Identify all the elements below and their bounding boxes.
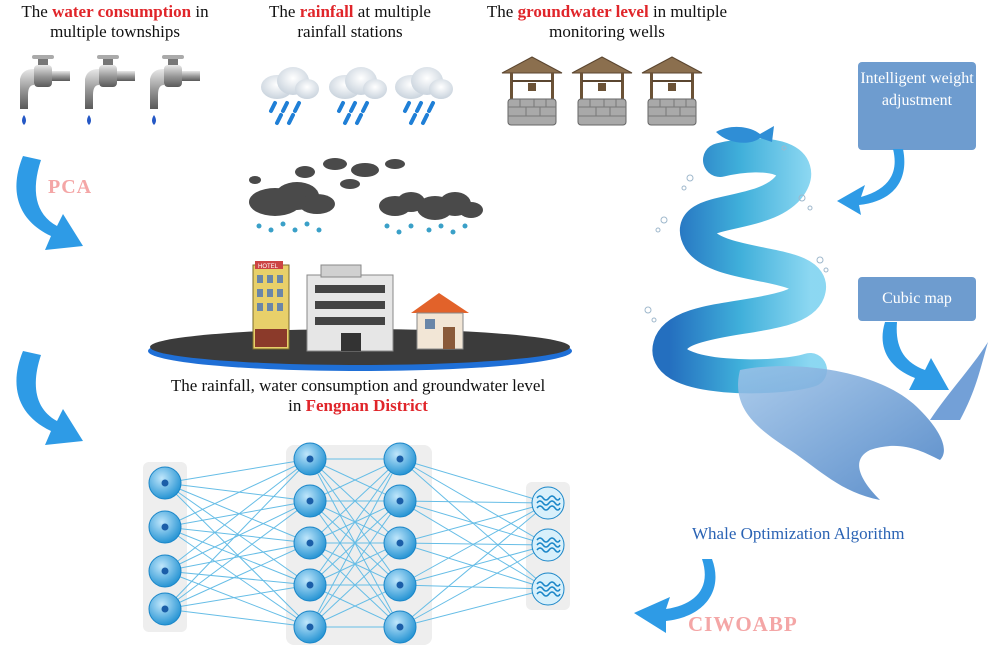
storm-clouds [249,158,483,235]
left-arrow-bottom [16,351,84,445]
groundwater-caption: The groundwater level in multiple monito… [486,2,728,41]
input-node [148,592,182,626]
left-arrow-top [16,156,84,250]
rain-cloud-icon [261,67,319,125]
rainfall-caption: The rainfall at multiple rainfall statio… [269,2,431,41]
building-icon [306,264,394,352]
water-wave-icon [531,486,565,520]
well-icons [501,56,703,126]
center-caption: The rainfall, water consumption and grou… [170,376,546,415]
faucet-icon [150,55,200,125]
rain-cloud-icons [261,67,453,125]
water-consumption-caption: The water consumption in multiple townsh… [21,2,209,41]
water-wave-icon [531,528,565,562]
hidden-node [383,484,417,518]
hidden-node [383,442,417,476]
neural-network [143,442,570,645]
hidden-node [383,610,417,644]
hidden-node [293,610,327,644]
input-node [148,554,182,588]
hidden-node [293,442,327,476]
input-node [148,510,182,544]
woa-label: Whale Optimization Algorithm [692,524,905,543]
faucet-icons [20,55,200,125]
city-platform: HOTEL [148,261,572,371]
intelligent-arrow [837,149,905,215]
whale-icon [738,366,944,500]
hidden-node [383,568,417,602]
well-icon [571,56,633,126]
rain-cloud-icon [329,67,387,125]
bottom-right-arrow [634,559,716,633]
hidden-node [383,526,417,560]
building-icon: HOTEL [252,261,290,350]
cubic-arrow [882,322,949,390]
cubic-map-box: Cubic map [858,277,976,321]
house-icon [411,293,469,350]
whale-spiral [644,126,988,500]
faucet-icon [85,55,135,125]
well-icon [641,56,703,126]
hidden-node [293,526,327,560]
input-layer-panel [143,462,187,632]
hidden-node [293,568,327,602]
well-icon [501,56,563,126]
input-node [148,466,182,500]
intelligent-weight-box: Intelligent weight adjustment [858,62,976,150]
fish-icon [716,126,774,143]
rain-cloud-icon [395,67,453,125]
ciwoabp-label: CIWOABP [688,612,798,636]
network-connections [164,458,549,628]
pca-label: PCA [48,176,93,198]
hidden-node [293,484,327,518]
water-wave-icon [531,572,565,606]
hotel-sign: HOTEL [258,264,279,270]
faucet-icon [20,55,70,125]
